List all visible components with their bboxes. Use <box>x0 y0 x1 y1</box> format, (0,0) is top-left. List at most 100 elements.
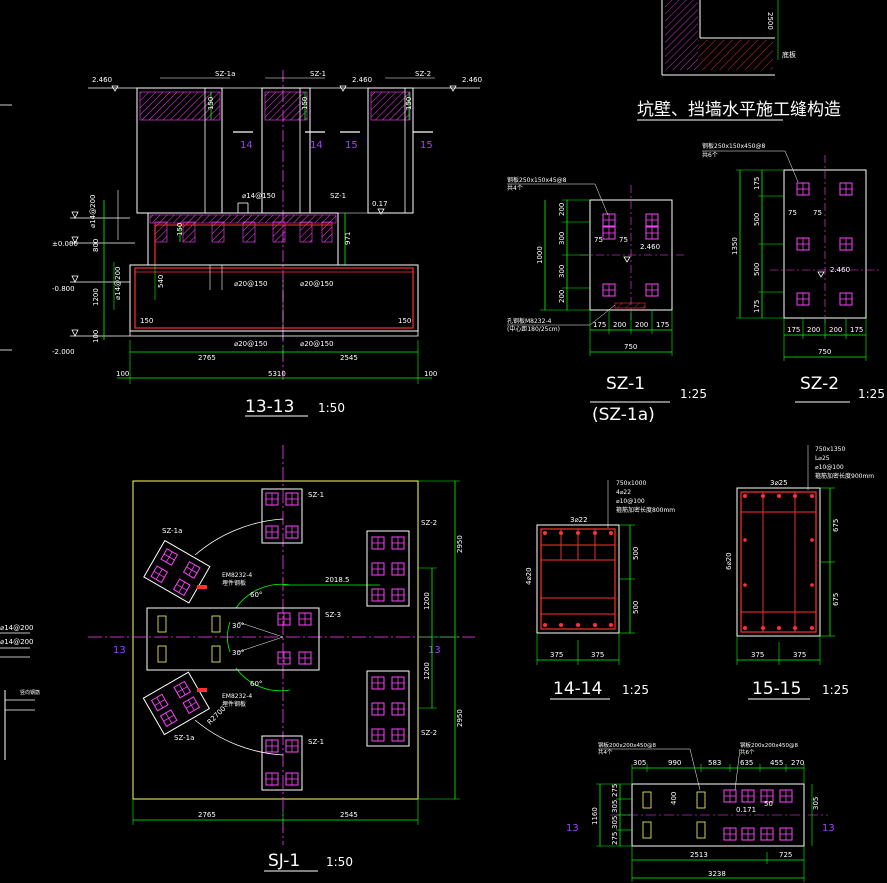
dim-left-800: 800 <box>92 239 100 252</box>
title-sj1: SJ-1 <box>268 851 300 871</box>
plan-t-990: 990 <box>668 759 681 767</box>
s15-top: 3⌀25 <box>770 479 788 487</box>
plan-bottom-right: 13 13 钢板200x200x450@8 共4个 钢板200x200x450@… <box>566 741 835 882</box>
sz1-detail: 2.460 钢板250x150x45@8 共4个 孔钢板M8232-4 (中心距… <box>507 176 707 425</box>
dim-2765: 2765 <box>198 354 216 362</box>
s14-h-375a: 375 <box>550 651 563 659</box>
dim-150-c: 150 <box>405 97 413 110</box>
s15-h-375b: 375 <box>793 651 806 659</box>
plan-t-583: 583 <box>708 759 721 767</box>
sz2-v-175a: 175 <box>753 177 761 190</box>
sj1-tag-sz2-top: SZ-2 <box>421 519 437 527</box>
sj1-angle-2: 30° <box>232 622 244 630</box>
sj1-tag-sz1a-upper: SZ-1a <box>162 527 182 535</box>
dim-540: 540 <box>157 275 165 288</box>
sj1-angle-1: 60° <box>250 591 262 599</box>
sz2-h-200a: 200 <box>807 326 820 334</box>
cut-15-b: 15 <box>420 140 433 151</box>
scale-15-15: 1:25 <box>822 683 849 697</box>
sj1-embed2b: 埋件钢板 <box>222 700 246 708</box>
plan-note-rb: 共6个 <box>740 748 755 756</box>
sj1-plan: 13 13 2018.5 60° 30° 30° 60° R2700 SZ-1 … <box>88 445 475 872</box>
plan-t-305: 305 <box>633 759 646 767</box>
sj1-2018: 2018.5 <box>325 576 350 584</box>
sj1-b-2545: 2545 <box>340 811 358 819</box>
sz2-note1b: 共6个 <box>702 151 718 159</box>
dim-150-a: 150 <box>207 97 215 110</box>
plan-v-275b: 275 <box>611 832 619 845</box>
title-pit: 坑壁、挡墙水平施工缝构造 <box>637 100 841 120</box>
scale-sz1: 1:25 <box>680 387 707 401</box>
base-150-right: 150 <box>398 317 411 325</box>
plan-v-total: 1160 <box>591 807 599 825</box>
dim-100-l: 100 <box>116 370 129 378</box>
dim-left-1200: 1200 <box>92 288 100 306</box>
sz1-small-a: 75 <box>594 236 603 244</box>
section-13-13: 150 150 150 2.460 2.460 2.460 SZ-1a SZ-1… <box>52 70 482 417</box>
dim-2545: 2545 <box>340 354 358 362</box>
s14-note4: 箍筋加密长度800mm <box>616 506 675 514</box>
sz1-h-200a: 200 <box>613 321 626 329</box>
rebar-a: ⌀20@150 <box>234 280 267 288</box>
plan-t-455: 455 <box>770 759 783 767</box>
elev-0: ±0.000 <box>52 240 78 248</box>
sj1-angle-4: 60° <box>250 680 262 688</box>
sj1-tag-sz1-bottom: SZ-1 <box>308 738 324 746</box>
rebar-left-2: ⌀14@200 <box>89 195 97 228</box>
tag-sz1a: SZ-1a <box>215 70 235 78</box>
base-150-left: 150 <box>140 317 153 325</box>
sz2-v-total: 1350 <box>731 237 739 255</box>
title-sz1a: (SZ-1a) <box>592 405 655 425</box>
sj1-axis-r: 13 <box>428 645 441 656</box>
sz1-note1: 钢板250x150x45@8 <box>507 176 567 184</box>
elev-top-mid: 2.460 <box>352 76 372 84</box>
sz1-v-200b: 200 <box>558 290 566 303</box>
sz2-small-a: 75 <box>788 209 797 217</box>
sz2-note1: 钢板250x150x450@8 <box>702 142 765 150</box>
sj1-embed1: EM8232-4 <box>222 572 252 579</box>
sj1-tag-sz1-top: SZ-1 <box>308 491 324 499</box>
title-15-15: 15-15 <box>752 679 801 699</box>
tag-sz2: SZ-2 <box>415 70 431 78</box>
sz2-h-200b: 200 <box>829 326 842 334</box>
s14-note1: 750x1000 <box>616 480 646 487</box>
sj1-r-2950b: 2950 <box>456 709 464 727</box>
scale-sz2: 1:25 <box>858 387 885 401</box>
left-label: 竖向钢筋 <box>20 689 40 696</box>
sz1-v-300a: 300 <box>558 232 566 245</box>
plan-b-total: 3238 <box>708 870 726 878</box>
plan-mid-0171: 0.171 <box>736 806 756 814</box>
sj1-r-1200a: 1200 <box>423 592 431 610</box>
rebar-e: ⌀14@150 <box>242 192 275 200</box>
sz1-h-total: 750 <box>624 343 637 351</box>
sz2-v-500b: 500 <box>753 263 761 276</box>
dim-left-100: 100 <box>92 330 100 343</box>
elev-m08: -0.800 <box>52 285 75 293</box>
pit-detail: 2500 底板 坑壁、挡墙水平施工缝构造 <box>637 0 841 121</box>
s14-v-500b: 500 <box>632 601 640 614</box>
section-15-15: 3⌀25 6⌀20 750x1350 L⌀25 ⌀10@100 箍筋加密长度90… <box>725 445 874 700</box>
elev-top-left: 2.460 <box>92 76 112 84</box>
title-sz1: SZ-1 <box>606 374 645 394</box>
sj1-embed2: EM8232-4 <box>222 693 252 700</box>
sz2-h-175b: 175 <box>850 326 863 334</box>
scale-sj1: 1:50 <box>326 855 353 869</box>
sz1-v-total: 1000 <box>536 246 544 264</box>
sz2-h-total: 750 <box>818 348 831 356</box>
plan-r-305: 305 <box>812 797 820 810</box>
elev-017: 0.17 <box>372 200 388 208</box>
cut-14-b: 14 <box>310 140 323 151</box>
sj1-b-2765: 2765 <box>198 811 216 819</box>
s15-v-675a: 675 <box>832 519 840 532</box>
dim-971: 971 <box>344 232 352 245</box>
plan-note-r: 钢板200x200x450@8 <box>740 741 799 749</box>
s15-note3: ⌀10@100 <box>815 464 844 471</box>
rebar-c: ⌀20@150 <box>234 340 267 348</box>
s14-note2: 4⌀22 <box>616 489 631 496</box>
cut-15-a: 15 <box>345 140 358 151</box>
rebar-d: ⌀20@150 <box>300 340 333 348</box>
sz1-v-300b: 300 <box>558 265 566 278</box>
sj1-embed1b: 埋件钢板 <box>222 579 246 587</box>
sz1-note1b: 共4个 <box>507 184 523 192</box>
s15-h-375a: 375 <box>751 651 764 659</box>
